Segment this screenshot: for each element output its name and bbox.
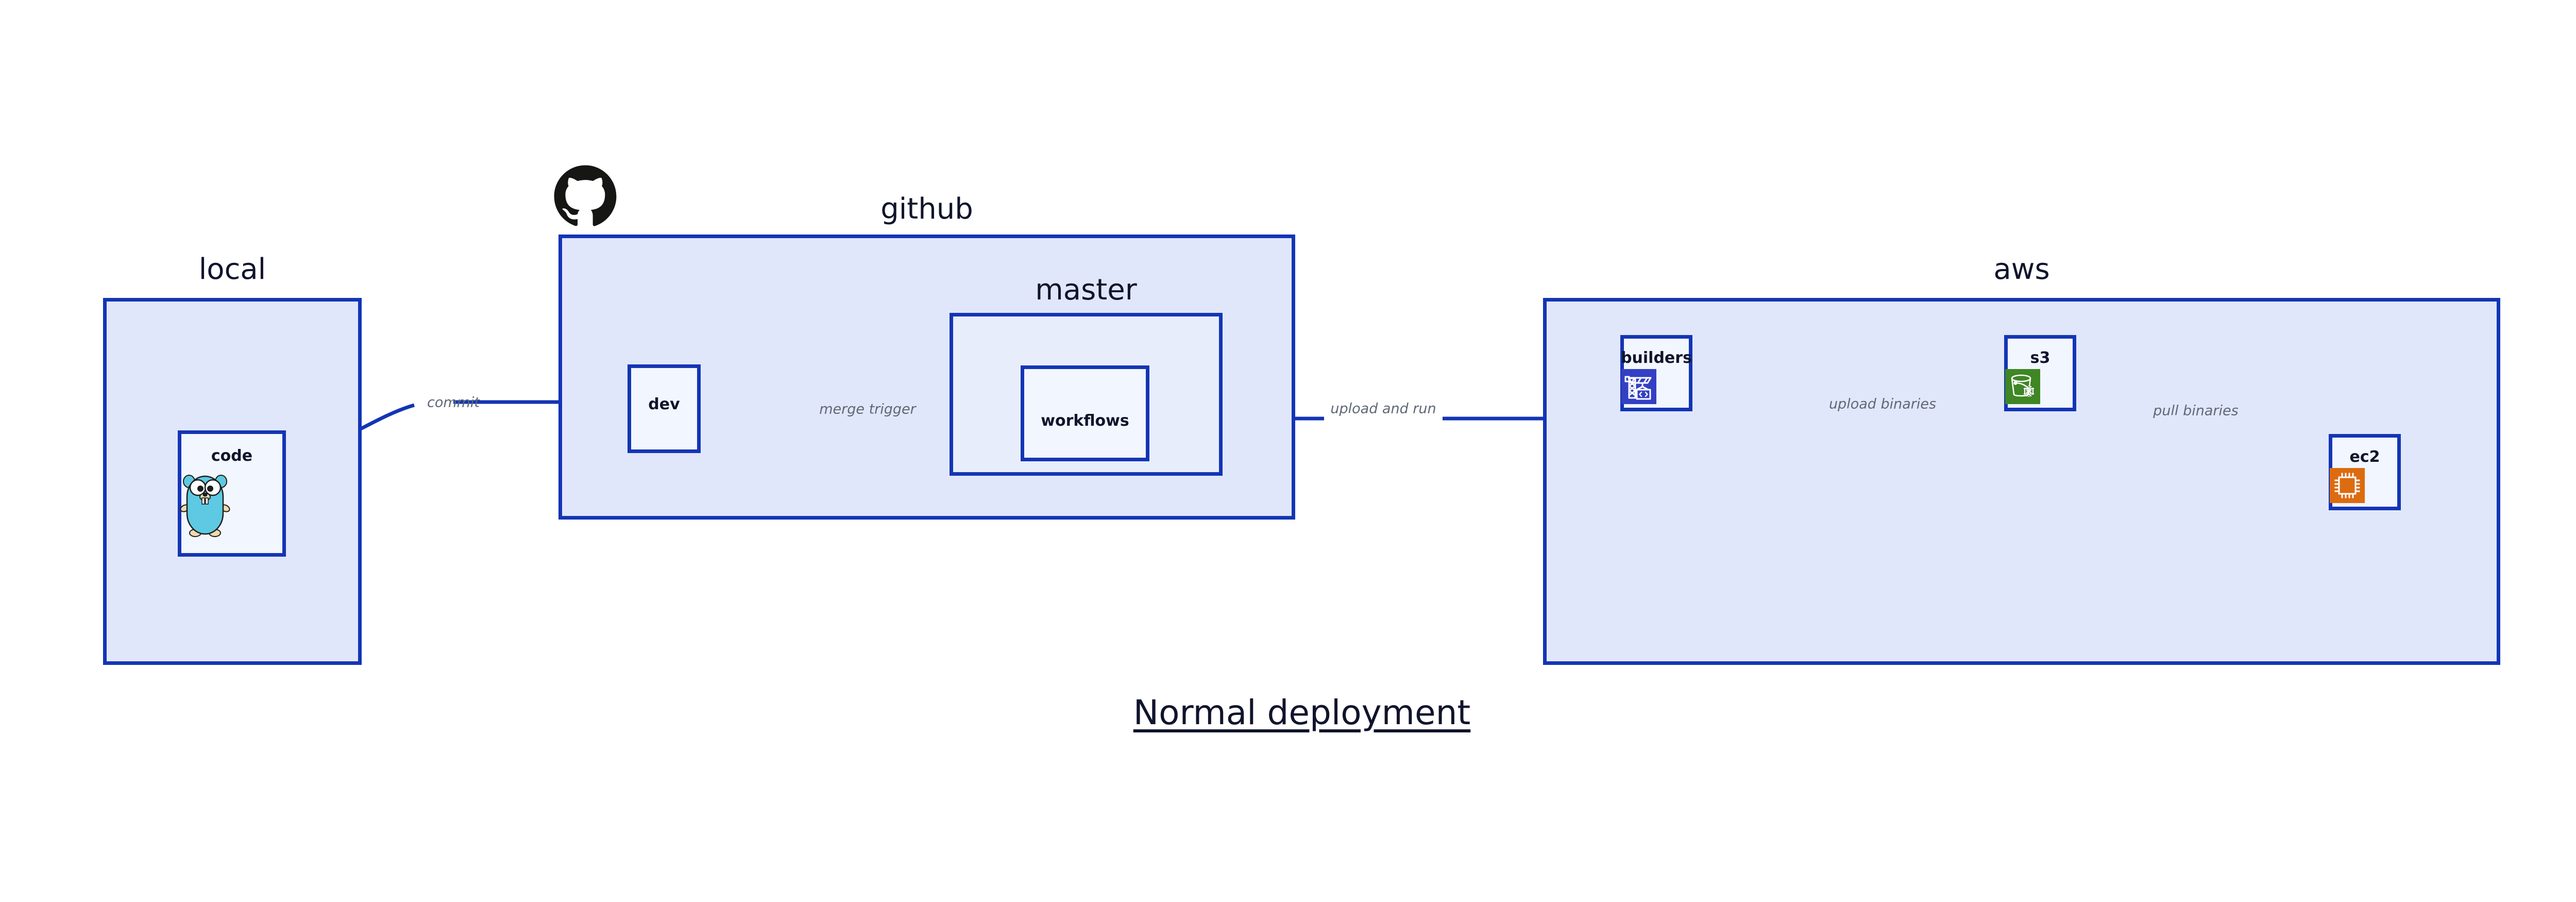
group-label-local: local — [198, 253, 266, 286]
edge-label-commit: commit — [427, 394, 480, 411]
node-workflows[interactable] — [1021, 365, 1149, 461]
github-octocat-logo — [553, 164, 618, 229]
group-label-master: master — [1035, 273, 1137, 307]
diagram-title: Normal deployment — [1133, 693, 1471, 732]
node-label-workflows: workflows — [1041, 412, 1129, 430]
group-label-aws: aws — [1993, 253, 2050, 286]
edge-label-pull-binaries: pull binaries — [2153, 403, 2239, 419]
node-label-s3: s3 — [2030, 349, 2050, 367]
edge-label-upload-and-run: upload and run — [1330, 400, 1436, 417]
node-label-builders: builders — [1621, 349, 1692, 367]
node-dev[interactable] — [628, 364, 701, 453]
go-gopher-icon — [178, 468, 232, 538]
node-label-ec2: ec2 — [2349, 448, 2380, 466]
aws-s3-bucket-icon — [2005, 369, 2040, 404]
aws-ec2-chip-icon — [2330, 468, 2365, 503]
node-label-dev: dev — [648, 395, 680, 413]
group-label-github: github — [880, 192, 973, 226]
node-label-code: code — [211, 447, 253, 465]
edge-label-upload-binaries: upload binaries — [1828, 396, 1937, 412]
edge-label-merge-trigger: merge trigger — [819, 401, 916, 417]
aws-builders-crane-icon — [1621, 369, 1656, 404]
